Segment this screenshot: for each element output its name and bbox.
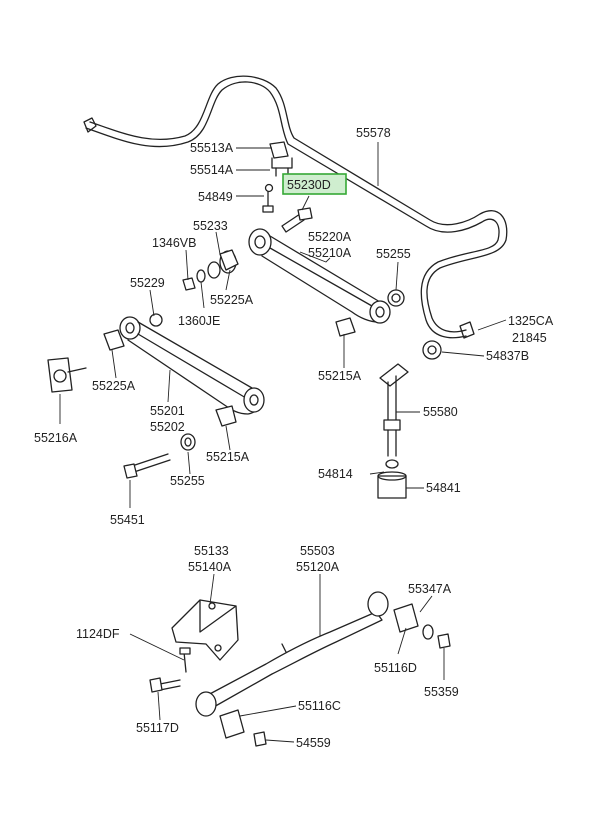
label-55578[interactable]: 55578 (356, 126, 391, 140)
label-55215A-upper[interactable]: 55215A (318, 369, 362, 383)
stabilizer-bar (83, 75, 508, 339)
label-54814[interactable]: 54814 (318, 467, 353, 481)
label-55513A[interactable]: 55513A (190, 141, 234, 155)
label-55255-upper[interactable]: 55255 (376, 247, 411, 261)
label-55255-lower[interactable]: 55255 (170, 474, 205, 488)
label-21845[interactable]: 21845 (512, 331, 547, 345)
lower-control-arm (119, 316, 265, 415)
stabilizer-link (377, 340, 442, 499)
label-55201[interactable]: 55201 (150, 404, 185, 418)
leader-lines (59, 142, 507, 743)
label-55451[interactable]: 55451 (110, 513, 145, 527)
part-labels: 55513A 55514A 54849 55578 55230D 55233 1… (34, 126, 554, 750)
highlighted-part-box[interactable] (282, 173, 347, 195)
label-55503[interactable]: 55503 (300, 544, 335, 558)
label-55230D[interactable]: 55230D (287, 178, 331, 192)
trailing-arm-bracket (171, 599, 239, 661)
trailing-arm-small-parts (149, 603, 451, 747)
label-55514A[interactable]: 55514A (190, 163, 234, 177)
upper-control-arm (248, 228, 391, 324)
trailing-arm (195, 591, 389, 717)
label-54841[interactable]: 54841 (426, 481, 461, 495)
label-55229[interactable]: 55229 (130, 276, 165, 290)
label-55133[interactable]: 55133 (194, 544, 229, 558)
label-55347A[interactable]: 55347A (408, 582, 452, 596)
label-55215A-lower[interactable]: 55215A (206, 450, 250, 464)
label-1360JE[interactable]: 1360JE (178, 314, 220, 328)
label-55220A[interactable]: 55220A (308, 230, 352, 244)
label-1124DF[interactable]: 1124DF (76, 627, 120, 641)
bracket-parts (262, 141, 293, 213)
label-55233[interactable]: 55233 (193, 219, 228, 233)
label-55140A[interactable]: 55140A (188, 560, 232, 574)
label-55120A[interactable]: 55120A (296, 560, 340, 574)
label-55225A-upper[interactable]: 55225A (210, 293, 254, 307)
label-55580[interactable]: 55580 (423, 405, 458, 419)
lower-arm-small-parts (47, 329, 237, 479)
label-55202[interactable]: 55202 (150, 420, 185, 434)
label-54837B[interactable]: 54837B (486, 349, 529, 363)
label-1346VB[interactable]: 1346VB (152, 236, 196, 250)
label-54559[interactable]: 54559 (296, 736, 331, 750)
label-55116C[interactable]: 55116C (298, 699, 341, 713)
label-55216A[interactable]: 55216A (34, 431, 78, 445)
upper-arm-small-parts (149, 207, 405, 337)
label-55225A-lower[interactable]: 55225A (92, 379, 136, 393)
label-55210A[interactable]: 55210A (308, 246, 352, 260)
label-1325CA[interactable]: 1325CA (508, 314, 554, 328)
label-54849[interactable]: 54849 (198, 190, 233, 204)
label-55117D[interactable]: 55117D (136, 721, 179, 735)
label-55359[interactable]: 55359 (424, 685, 459, 699)
label-55116D[interactable]: 55116D (374, 661, 417, 675)
